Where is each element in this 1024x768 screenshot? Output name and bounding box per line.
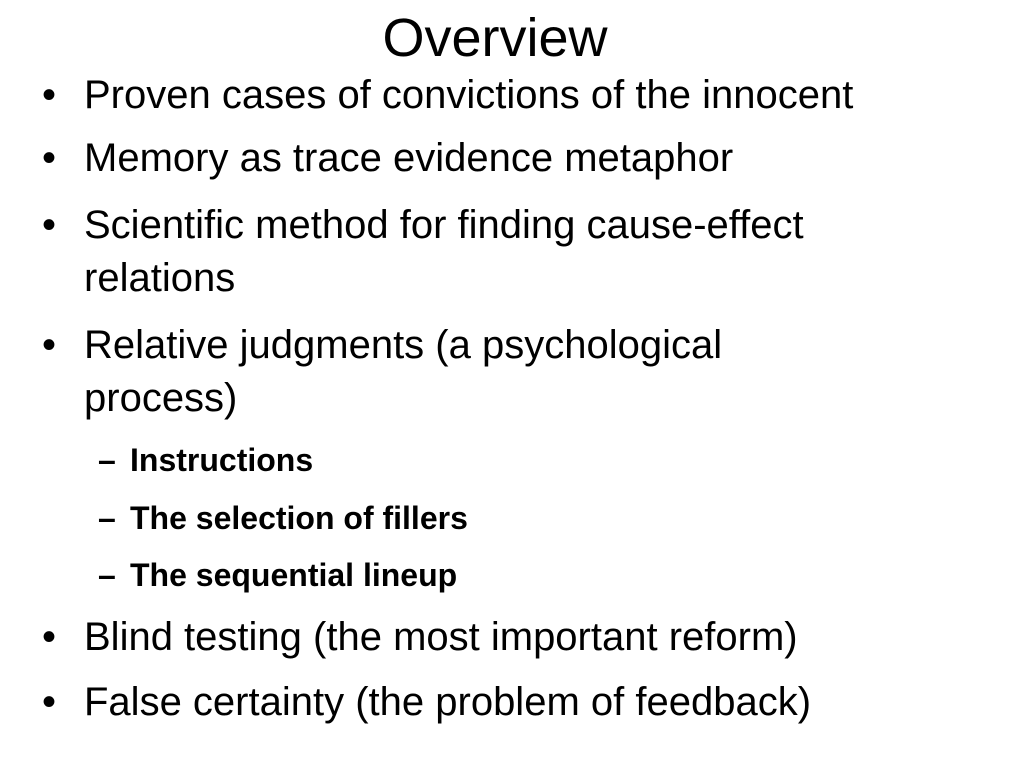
sub-bullet-text: Instructions xyxy=(130,442,314,478)
bullet-text: Proven cases of convictions of the innoc… xyxy=(84,73,854,117)
bullet-text: Blind testing (the most important reform… xyxy=(84,615,798,659)
bullet-text: Scientific method for finding cause-effe… xyxy=(84,203,804,247)
sub-bullet-text: The sequential lineup xyxy=(130,557,458,593)
bullet-text: False certainty (the problem of feedback… xyxy=(84,680,812,724)
dash-marker: – xyxy=(98,557,116,593)
dash-marker: – xyxy=(98,442,116,478)
bullet-marker: • xyxy=(42,323,57,367)
bullet-marker: • xyxy=(42,73,57,117)
bullet-text-continuation: relations xyxy=(84,256,236,300)
dash-marker: – xyxy=(98,500,116,536)
bullet-marker: • xyxy=(42,136,57,180)
sub-bullet-text: The selection of fillers xyxy=(130,500,468,536)
bullet-text: Memory as trace evidence metaphor xyxy=(84,136,734,180)
slide-title: Overview xyxy=(382,8,608,68)
bullet-marker: • xyxy=(42,203,57,247)
bullet-marker: • xyxy=(42,615,57,659)
bullet-text: Relative judgments (a psychological xyxy=(84,323,723,367)
bullet-text-continuation: process) xyxy=(84,376,238,420)
bullet-marker: • xyxy=(42,680,57,724)
